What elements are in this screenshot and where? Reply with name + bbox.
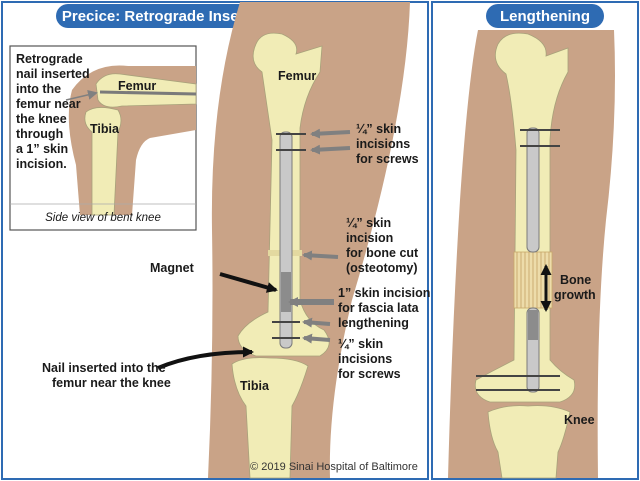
fascia-label-2: for fascia lata — [338, 301, 420, 315]
screw-bottom-label-2: incisions — [338, 352, 392, 366]
bone-growth-label-2: growth — [554, 288, 596, 302]
left-leg — [208, 2, 410, 479]
screw-top-label-2: incisions — [356, 137, 410, 151]
femur-label: Femur — [278, 69, 316, 83]
inset-caption-1: Retrograde — [16, 52, 83, 66]
inset-caption-2: nail inserted — [16, 67, 90, 81]
bone-cut-label-4: (osteotomy) — [346, 261, 418, 275]
bone-cut-label-3: for bone cut — [346, 246, 419, 260]
bone-cut-label-2: incision — [346, 231, 393, 245]
inset-nail — [99, 90, 197, 96]
left-nail — [279, 131, 293, 349]
screw-bottom-label-3: for screws — [338, 367, 401, 381]
bone-cut-label-1: ¼” skin — [346, 216, 391, 230]
screw-bottom-label-1: ¼” skin — [338, 337, 383, 351]
knee-inset: Retrograde nail inserted into the femur … — [9, 45, 197, 231]
inset-caption-4: femur near — [16, 97, 81, 111]
copyright: © 2019 Sinai Hospital of Baltimore — [250, 461, 418, 473]
inset-femur — [95, 73, 197, 108]
right-leg — [448, 30, 615, 479]
inset-femur-label: Femur — [118, 79, 156, 93]
nail-inserted-label-2: femur near the knee — [52, 376, 171, 390]
screw-top-label-1: ¼” skin — [356, 122, 401, 136]
inset-caption-5: the knee — [16, 112, 67, 126]
left-tibia — [231, 357, 309, 479]
inset-footer: Side view of bent knee — [45, 212, 161, 224]
inset-arrow — [65, 89, 98, 101]
fascia-label-3: lengthening — [338, 316, 409, 330]
nail-inserted-label-1: Nail inserted into the — [42, 361, 166, 375]
knee-label: Knee — [564, 413, 595, 427]
bone-growth-label-1: Bone — [560, 273, 591, 287]
screw-top-arrow-2 — [310, 144, 351, 155]
magnet-label: Magnet — [150, 261, 195, 275]
right-panel-title: Lengthening — [500, 8, 590, 25]
screw-bottom-arrow-1 — [302, 317, 331, 328]
inset-tibia — [84, 107, 122, 216]
inset-caption-3: into the — [16, 82, 61, 96]
inset-caption-8: incision. — [16, 157, 67, 171]
tibia-label: Tibia — [240, 379, 270, 393]
inset-caption-7: a 1” skin — [16, 142, 68, 156]
right-magnet — [528, 310, 538, 340]
screw-top-label-3: for screws — [356, 152, 419, 166]
inset-tibia-label: Tibia — [90, 122, 120, 136]
nail-inserted-arrow — [157, 346, 254, 370]
screw-top-arrow-1 — [310, 128, 351, 139]
fascia-label-1: 1” skin incision — [338, 286, 430, 300]
inset-caption-6: through — [16, 127, 63, 141]
right-tibia — [487, 405, 571, 479]
left-magnet — [281, 272, 291, 312]
bone-cut-arrow — [302, 250, 339, 261]
magnet-arrow — [219, 272, 278, 293]
screw-bottom-arrow-2 — [302, 333, 331, 344]
right-nail-upper — [526, 127, 540, 253]
right-panel-header — [486, 4, 604, 28]
